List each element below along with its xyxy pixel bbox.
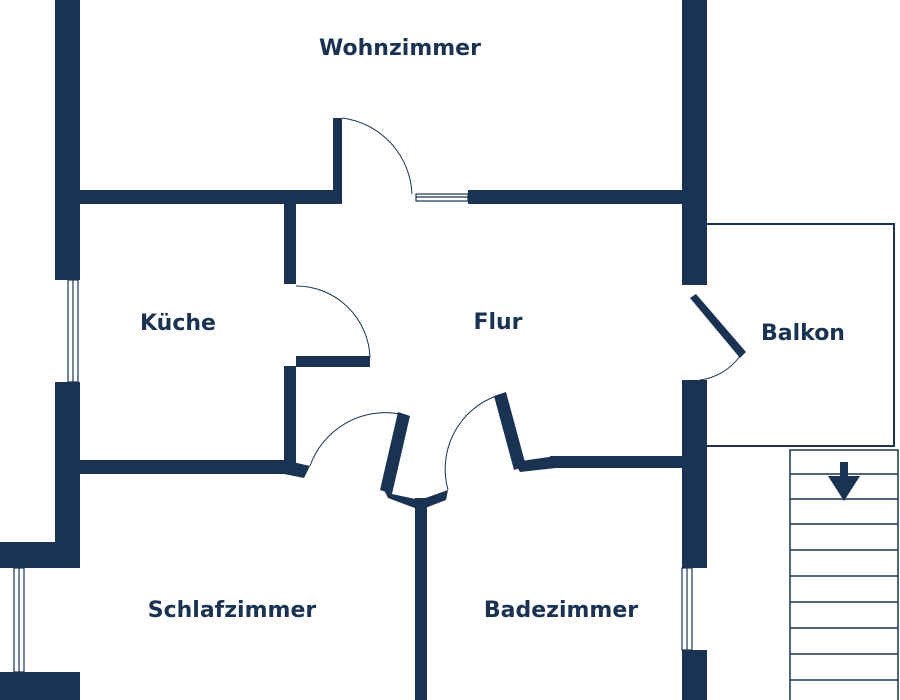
door-arc-wohnzimmer (341, 117, 413, 195)
door-arcs (295, 117, 741, 491)
wall-angled-bottom (382, 486, 448, 510)
door-arc-badezimmer (444, 395, 497, 491)
balkon-outline (706, 223, 895, 447)
wall-right-upper (682, 0, 707, 285)
door-arc-balkon (699, 355, 741, 381)
room-label-balkon: Balkon (761, 321, 845, 346)
room-label-schlafzimmer: Schlafzimmer (148, 598, 317, 623)
room-label-badezimmer: Badezimmer (484, 598, 638, 623)
wall-right-bottom (682, 650, 707, 700)
wall-wohnzimmer-bottom-right (468, 190, 682, 204)
room-label-kueche: Küche (140, 311, 216, 336)
room-label-flur: Flur (473, 310, 522, 335)
windows (13, 193, 693, 673)
wall-door-jamb-wohnzimmer (333, 118, 342, 204)
wall-left-upper (55, 0, 80, 280)
wall-bad-corner (514, 456, 556, 472)
walls (0, 0, 746, 700)
wall-angled-left (380, 412, 410, 494)
arrow-down-icon (828, 462, 860, 501)
wall-schlafzimmer-corner (284, 460, 310, 478)
room-label-wohnzimmer: Wohnzimmer (319, 36, 481, 61)
wall-left-step (0, 542, 80, 568)
wall-kueche-flur-upper (284, 204, 296, 284)
wall-angled-right (494, 392, 526, 470)
wall-right-middle (682, 380, 707, 568)
balkon-door-leaf (690, 294, 746, 358)
staircase (789, 449, 899, 700)
door-arc-kueche (295, 285, 371, 359)
wall-bad-top (550, 456, 682, 468)
door-arc-schlafzimmer (309, 412, 401, 467)
wall-kueche-flur-lower (284, 366, 296, 470)
wall-kueche-door-stub (296, 356, 370, 367)
wall-kueche-bottom (80, 460, 295, 474)
wall-left-middle (55, 382, 80, 565)
wall-schlaf-bad-divider (415, 498, 427, 700)
wall-wohnzimmer-bottom-left (80, 190, 334, 204)
wall-left-lower (55, 672, 80, 700)
